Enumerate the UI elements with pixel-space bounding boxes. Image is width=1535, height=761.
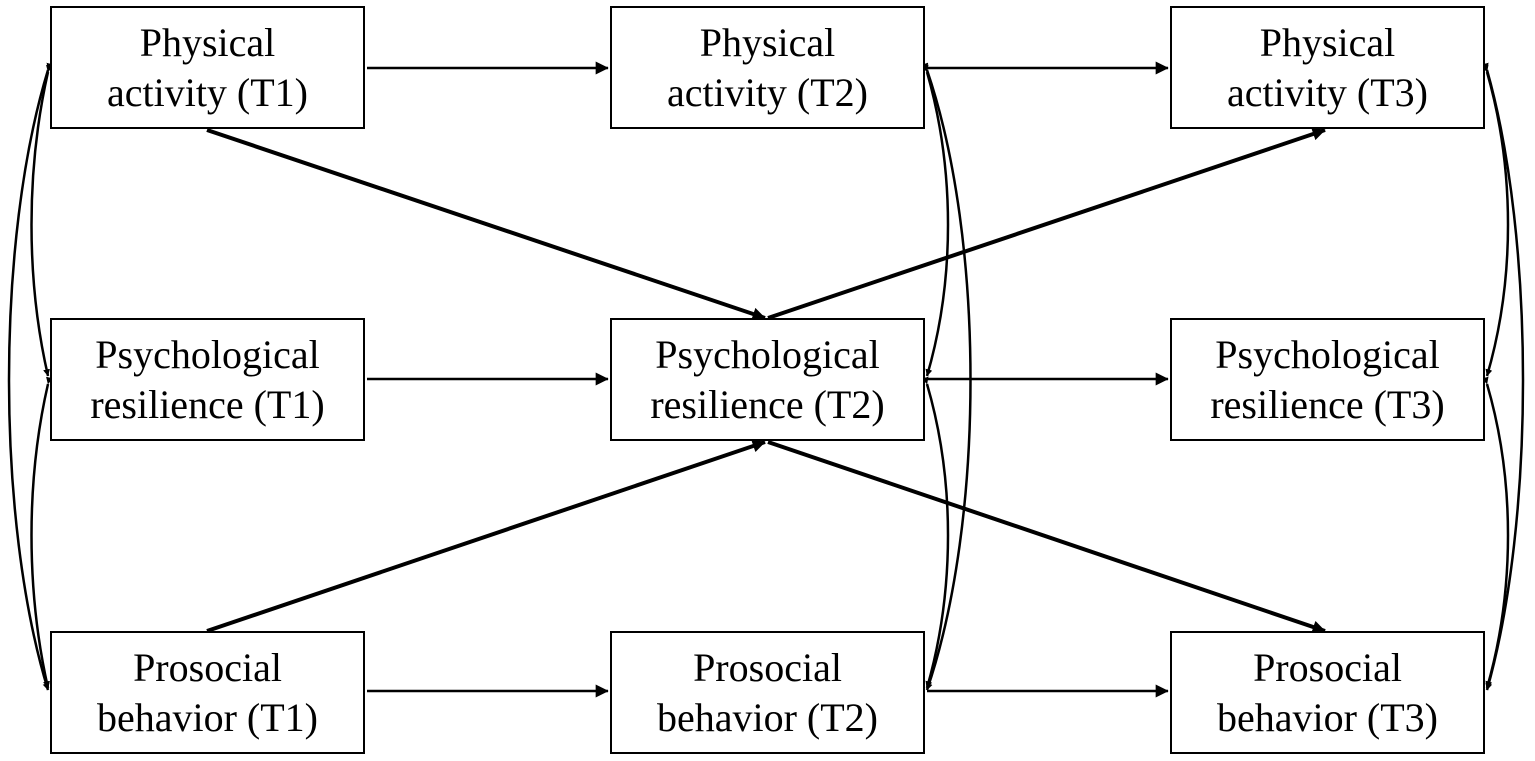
path-pa1-pr2 <box>206 128 766 321</box>
node-psychological-resilience-t3: Psychological resilience (T3) <box>1170 318 1485 441</box>
node-label-line1: Psychological <box>1215 331 1440 377</box>
node-label-line1: Physical <box>699 19 836 65</box>
node-label-line2: behavior (T2) <box>656 694 878 740</box>
node-label-line1: Psychological <box>655 331 880 377</box>
node-label-line2: activity (T1) <box>106 69 309 115</box>
cov-pa1-pr1 <box>30 64 53 377</box>
node-label-line1: Physical <box>139 19 276 65</box>
node-prosocial-behavior-t3: Prosocial behavior (T3) <box>1170 631 1485 754</box>
node-label-line2: resilience (T2) <box>650 381 885 427</box>
cov-pa2-pb2 <box>921 62 972 691</box>
path-pb1-pr2 <box>206 439 766 633</box>
node-label-line1: Prosocial <box>1253 644 1402 690</box>
cov-pa3-pb3 <box>1481 62 1525 691</box>
node-physical-activity-t1: Physical activity (T1) <box>50 6 365 129</box>
node-label-line1: Prosocial <box>133 644 282 690</box>
cov-pa1-pb1 <box>7 62 54 691</box>
node-label-line2: behavior (T3) <box>1216 694 1438 740</box>
node-label-line2: resilience (T1) <box>90 381 325 427</box>
node-label-line1: Prosocial <box>693 644 842 690</box>
node-prosocial-behavior-t1: Prosocial behavior (T1) <box>50 631 365 754</box>
cov-pr2-pb2 <box>921 376 950 689</box>
path-pr2-pb3 <box>767 440 1326 634</box>
node-psychological-resilience-t2: Psychological resilience (T2) <box>610 318 925 441</box>
node-label-line2: activity (T3) <box>1226 69 1429 115</box>
node-label-line2: behavior (T1) <box>96 694 318 740</box>
node-physical-activity-t2: Physical activity (T2) <box>610 6 925 129</box>
cov-pr1-pb1 <box>30 376 53 689</box>
node-physical-activity-t3: Physical activity (T3) <box>1170 6 1485 129</box>
node-label-line1: Physical <box>1259 19 1396 65</box>
node-label-line1: Psychological <box>95 331 320 377</box>
node-label-line2: resilience (T3) <box>1210 381 1445 427</box>
cov-pa2-pr2 <box>921 64 950 377</box>
node-prosocial-behavior-t2: Prosocial behavior (T2) <box>610 631 925 754</box>
node-label-line2: activity (T2) <box>666 69 869 115</box>
node-psychological-resilience-t1: Psychological resilience (T1) <box>50 318 365 441</box>
path-pr2-pa3 <box>767 127 1326 320</box>
